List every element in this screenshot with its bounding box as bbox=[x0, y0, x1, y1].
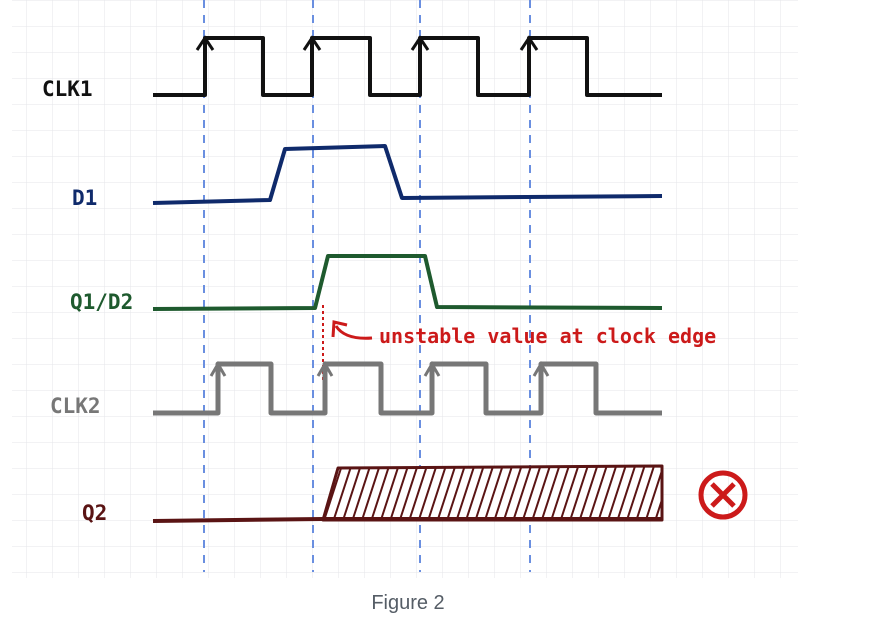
q2-waveform bbox=[152, 464, 664, 523]
figure-caption: Figure 2 bbox=[371, 592, 445, 614]
error-x-circle-icon bbox=[698, 470, 748, 520]
annotation-arrow-icon bbox=[334, 325, 373, 340]
clk1-trace bbox=[153, 36, 662, 97]
q1d2-waveform bbox=[152, 254, 663, 311]
clk1-waveform bbox=[153, 35, 662, 97]
clk1-rising-edge-arrows bbox=[195, 35, 539, 51]
clk2-trace bbox=[153, 361, 662, 416]
signal-label-q1d2: Q1/D2 bbox=[70, 290, 133, 314]
unstable-annotation-text: unstable value at clock edge bbox=[379, 324, 716, 348]
annotation-arrowhead-icon bbox=[331, 320, 348, 338]
signal-label-d1: D1 bbox=[72, 186, 97, 210]
d1-waveform bbox=[152, 144, 663, 205]
signal-label-clk1: CLK1 bbox=[42, 77, 93, 101]
signal-label-clk2: CLK2 bbox=[50, 394, 101, 418]
clk2-waveform bbox=[153, 361, 662, 416]
q2-metastable-region bbox=[321, 464, 664, 522]
signal-label-q2: Q2 bbox=[82, 501, 107, 525]
clk2-rising-edge-arrows bbox=[209, 361, 550, 377]
q2-low-trace bbox=[152, 517, 662, 523]
